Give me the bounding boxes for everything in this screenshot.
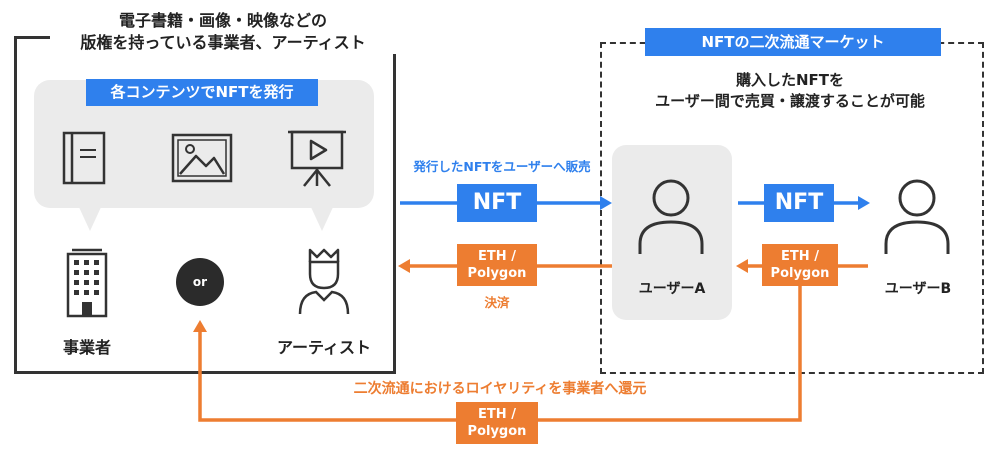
issuer-title-line2: 版権を持っている事業者、アーティスト bbox=[80, 33, 366, 52]
payment-line2: Polygon bbox=[467, 266, 527, 281]
desc-line2: ユーザー間で売買・譲渡することが可能 bbox=[655, 92, 925, 110]
payment-token-label: ETH / Polygon bbox=[457, 244, 537, 286]
or-badge: or bbox=[176, 258, 224, 306]
issuer-title-line1: 電子書籍・画像・映像などの bbox=[118, 11, 327, 30]
payment-caption: 決済 bbox=[484, 295, 510, 310]
userA-card bbox=[612, 145, 732, 320]
royalty-token-label: ETH / Polygon bbox=[456, 402, 538, 444]
transfer-arrow-head bbox=[858, 196, 870, 210]
business-label: 事業者 bbox=[62, 338, 111, 357]
payment-line1: ETH / bbox=[478, 249, 516, 264]
sell-arrow-head bbox=[600, 196, 612, 210]
userB-label: ユーザーB bbox=[884, 281, 952, 297]
royalty-line2: Polygon bbox=[467, 424, 527, 439]
userB-person-icon bbox=[884, 179, 950, 254]
royalty-arrow-head bbox=[193, 320, 207, 332]
nft-token-label: NFT bbox=[457, 184, 537, 222]
user-payment-line2: Polygon bbox=[770, 266, 830, 281]
user-payment-arrow-head bbox=[736, 259, 748, 273]
userA-person-icon bbox=[638, 179, 704, 254]
bubble-tail-right bbox=[310, 205, 334, 231]
video-screen-icon bbox=[288, 130, 346, 187]
user-payment-token-label: ETH / Polygon bbox=[762, 244, 838, 286]
secondary-market-desc: 購入したNFTを ユーザー間で売買・譲渡することが可能 bbox=[620, 70, 960, 112]
payment-arrow-head bbox=[398, 259, 410, 273]
desc-line1: 購入したNFTを bbox=[735, 71, 845, 89]
sell-caption: 発行したNFTをユーザーへ販売 bbox=[413, 159, 591, 174]
artist-label: アーティスト bbox=[276, 338, 372, 357]
userA-label: ユーザーA bbox=[638, 281, 706, 297]
nft-token-label-2: NFT bbox=[764, 184, 834, 222]
royalty-caption: 二次流通におけるロイヤリティを事業者へ還元 bbox=[353, 381, 647, 397]
building-icon bbox=[66, 248, 108, 318]
bubble-tail-left bbox=[78, 205, 102, 231]
issue-nft-label: 各コンテンツでNFTを発行 bbox=[86, 79, 318, 106]
image-icon bbox=[171, 133, 233, 183]
issuer-title: 電子書籍・画像・映像などの 版権を持っている事業者、アーティスト bbox=[50, 10, 396, 54]
royalty-line1: ETH / bbox=[478, 407, 516, 422]
artist-crown-icon bbox=[298, 248, 350, 315]
user-payment-line1: ETH / bbox=[781, 249, 819, 264]
ebook-icon bbox=[62, 131, 106, 185]
secondary-market-title: NFTの二次流通マーケット bbox=[645, 28, 941, 56]
